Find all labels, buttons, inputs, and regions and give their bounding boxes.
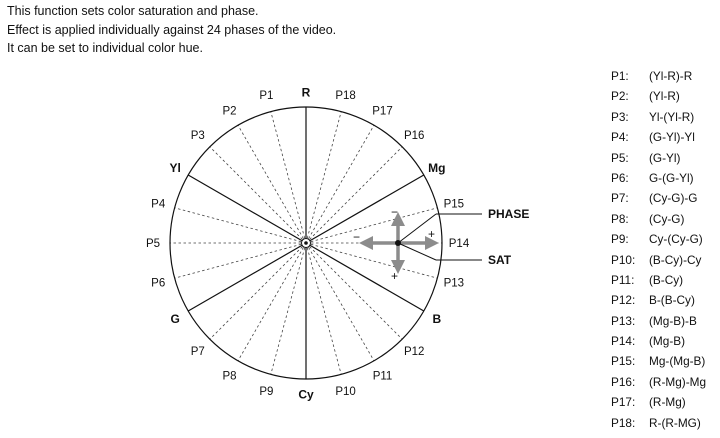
legend-row: P6:G-(G-Yl) — [611, 170, 694, 185]
phase-spoke — [174, 207, 307, 244]
phase-label-p1: P1 — [259, 90, 273, 102]
legend-row: P15:Mg-(Mg-B) — [611, 354, 706, 369]
phase-spoke — [305, 242, 342, 375]
axis-spoke-b — [305, 242, 425, 312]
phase-spoke — [209, 146, 307, 244]
phase-spoke — [305, 125, 375, 244]
wheel-circle — [169, 106, 443, 380]
phase-label-p14: P14 — [449, 238, 470, 250]
legend-row: P8:(Cy-G) — [611, 211, 685, 226]
phase-spoke — [270, 242, 307, 375]
legend-row: P16:(R-Mg)-Mg — [611, 374, 707, 389]
axis-labels: R MgB Cy G Yl — [170, 86, 446, 402]
legend-row: P13:(Mg-B)-B — [611, 313, 697, 328]
phase-spoke — [305, 111, 342, 244]
axis-label-g: G — [171, 312, 180, 326]
phase-spokes — [170, 107, 442, 379]
phase-label-p12: P12 — [404, 346, 424, 358]
phase-label-p16: P16 — [404, 130, 424, 142]
phase-label-p9: P9 — [259, 386, 273, 398]
adjustment-cross: − + − + PHASE SAT — [353, 205, 529, 283]
phase-spoke — [209, 242, 307, 340]
legend-row: P3:Yl-(Yl-R) — [611, 109, 695, 124]
legend-row: P10:(B-Cy)-Cy — [611, 252, 702, 267]
axis-label-r: R — [302, 86, 311, 100]
phase-label-p4: P4 — [151, 198, 166, 210]
axis-label-cy: Cy — [298, 388, 314, 402]
phase-label-p5: P5 — [146, 238, 160, 250]
phase-label-p6: P6 — [151, 278, 165, 290]
legend-row: P4:(G-Yl)-Yl — [611, 130, 695, 145]
phase-label-p2: P2 — [222, 106, 236, 118]
phase-minus-sign: − — [391, 205, 398, 219]
phase-spoke — [237, 242, 307, 361]
phase-legend: P1:(Yl-R)-R P2:(Yl-R) P3:Yl-(Yl-R) P4:(G… — [611, 66, 706, 433]
intro-line: This function sets color saturation and … — [7, 4, 259, 18]
phase-spoke — [305, 146, 403, 244]
phase-leader-line — [397, 213, 437, 244]
sat-plus-sign: + — [428, 227, 435, 241]
legend-row: P11:(B-Cy) — [611, 272, 684, 287]
phase-spoke — [305, 242, 438, 279]
phase-spoke — [270, 111, 307, 244]
legend-row: P17:(R-Mg) — [611, 395, 686, 410]
intro-text: This function sets color saturation and … — [7, 2, 336, 58]
phase-spoke — [237, 125, 307, 244]
phase-callout-label: PHASE — [488, 207, 529, 221]
phase-spoke — [305, 207, 438, 244]
phase-label-p3: P3 — [191, 130, 205, 142]
legend-row: P18:R-(R-MG) — [611, 415, 701, 430]
axis-label-yl: Yl — [170, 161, 181, 175]
phase-spoke — [305, 242, 375, 361]
axis-spoke-yl — [187, 174, 307, 244]
legend-row: P9:Cy-(Cy-G) — [611, 232, 703, 247]
legend-row: P5:(G-Yl) — [611, 150, 681, 165]
phase-label-p8: P8 — [222, 371, 236, 383]
intro-line: It can be set to individual color hue. — [7, 41, 203, 55]
sat-leader-line — [397, 242, 437, 261]
phase-plus-sign: + — [391, 269, 398, 283]
center-marker-dot — [304, 241, 308, 245]
legend-row: P2:(Yl-R) — [611, 89, 680, 104]
axis-spoke-g — [187, 242, 307, 312]
phase-spoke — [305, 242, 403, 340]
legend-row: P14:(Mg-B) — [611, 334, 686, 349]
phase-label-p15: P15 — [444, 198, 464, 210]
phase-label-p10: P10 — [335, 386, 355, 398]
phase-spoke — [174, 242, 307, 279]
phase-label-p18: P18 — [335, 90, 355, 102]
legend-row: P7:(Cy-G)-G — [611, 191, 698, 206]
sat-minus-sign: − — [353, 230, 360, 244]
phase-label-p13: P13 — [444, 278, 464, 290]
axis-label-b: B — [432, 312, 441, 326]
axis-spoke-mg — [305, 174, 425, 244]
legend-row: P1:(Yl-R)-R — [611, 69, 693, 83]
axis-label-mg: Mg — [428, 161, 445, 175]
phase-label-p11: P11 — [373, 371, 393, 383]
sat-callout-label: SAT — [488, 253, 512, 267]
intro-line: Effect is applied individually against 2… — [7, 22, 337, 37]
phase-label-p7: P7 — [191, 346, 205, 358]
legend-row: P12:B-(B-Cy) — [611, 293, 695, 308]
phase-label-p17: P17 — [372, 106, 392, 118]
